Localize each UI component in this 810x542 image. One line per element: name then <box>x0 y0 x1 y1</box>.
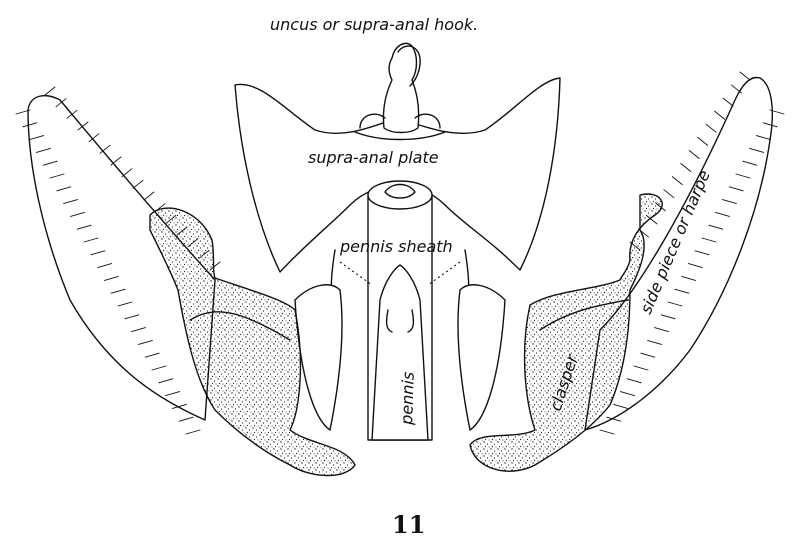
bristle <box>680 163 692 172</box>
bristle <box>606 416 622 422</box>
bristle <box>88 133 100 143</box>
bristle <box>749 147 765 153</box>
right-side-piece <box>584 76 773 431</box>
bristle <box>76 224 92 230</box>
bristle <box>599 429 615 435</box>
bristle <box>15 109 31 115</box>
bristle <box>663 189 675 199</box>
bristle <box>137 339 153 345</box>
bristle <box>83 237 99 243</box>
bristle <box>701 237 717 243</box>
bristle <box>103 275 119 281</box>
bristle <box>762 122 778 128</box>
pennis-sheath-opening <box>367 180 433 210</box>
bristle <box>131 327 147 333</box>
bristle <box>687 263 703 269</box>
bristle <box>35 147 51 153</box>
bristle <box>619 391 635 397</box>
bristle <box>731 84 742 94</box>
bristle <box>721 199 737 205</box>
bristle <box>132 179 144 189</box>
bristle <box>49 173 65 179</box>
label-pennis-sheath: pennis sheath <box>339 237 453 256</box>
bristle <box>55 98 67 108</box>
bristle <box>99 144 111 154</box>
bristle <box>77 121 89 131</box>
bristle <box>66 109 78 119</box>
bristle <box>69 211 85 217</box>
pennis-inner <box>385 309 415 333</box>
left-clasper <box>149 207 356 477</box>
bristle <box>110 156 122 166</box>
pennis <box>371 264 429 441</box>
bristle <box>56 186 72 192</box>
bristle <box>728 186 744 192</box>
bristle <box>143 191 155 201</box>
bristle <box>653 327 669 333</box>
bristle <box>722 97 734 107</box>
bristle <box>42 160 58 166</box>
bristle <box>97 263 113 269</box>
bristle <box>697 136 709 146</box>
right-clasper <box>469 193 663 472</box>
right-basal-lobe <box>457 284 506 431</box>
bristle <box>708 224 724 230</box>
bristle <box>742 160 758 166</box>
bristle <box>769 109 785 115</box>
bristle <box>667 301 683 307</box>
bristle <box>44 86 56 96</box>
bristle <box>755 135 771 141</box>
right-clasper-fold <box>539 299 629 331</box>
bristle <box>63 199 79 205</box>
bristle <box>165 391 181 397</box>
bristle <box>124 314 140 320</box>
uncus-hook <box>382 42 420 134</box>
bristle <box>29 135 45 141</box>
bristle <box>715 211 731 217</box>
bristle <box>681 275 697 281</box>
figure-number: 11 <box>392 510 425 539</box>
bristle <box>647 339 663 345</box>
bristle <box>185 429 201 435</box>
bristle <box>640 352 656 358</box>
bristle <box>671 176 683 186</box>
bristle <box>688 150 700 159</box>
left-side-piece <box>27 94 216 421</box>
bristle <box>121 168 133 178</box>
bristle <box>694 250 710 256</box>
right-side-piece-hairs <box>599 71 785 435</box>
bristle <box>613 403 629 409</box>
label-supra-anal-plate: supra-anal plate <box>308 148 439 167</box>
bristle <box>144 352 160 358</box>
bristle <box>90 250 106 256</box>
bristle <box>117 301 133 307</box>
label-pennis: pennis <box>397 371 418 426</box>
bristle <box>178 416 194 422</box>
bristle <box>739 71 751 81</box>
label-side-piece: side piece or harpe <box>636 167 714 316</box>
uncus-lobes <box>354 113 446 141</box>
left-basal-lobe <box>294 284 343 431</box>
bristle <box>660 314 676 320</box>
pennis-sheath-notch <box>384 183 416 199</box>
bristle <box>705 123 717 133</box>
bristle <box>633 365 649 371</box>
bristle <box>22 122 38 128</box>
pennis-sheath-dotted-lines <box>339 261 461 286</box>
bristle <box>110 288 126 294</box>
bristle <box>674 288 690 294</box>
uncus-tip <box>397 45 421 87</box>
supra-anal-plate <box>234 77 561 273</box>
bristle <box>158 378 174 384</box>
bristle <box>151 365 167 371</box>
bristle <box>735 173 751 179</box>
bristle <box>171 403 187 409</box>
bristle <box>626 378 642 384</box>
bristle <box>714 110 726 120</box>
label-uncus: uncus or supra-anal hook. <box>270 15 478 34</box>
left-clasper-fold <box>189 311 291 341</box>
